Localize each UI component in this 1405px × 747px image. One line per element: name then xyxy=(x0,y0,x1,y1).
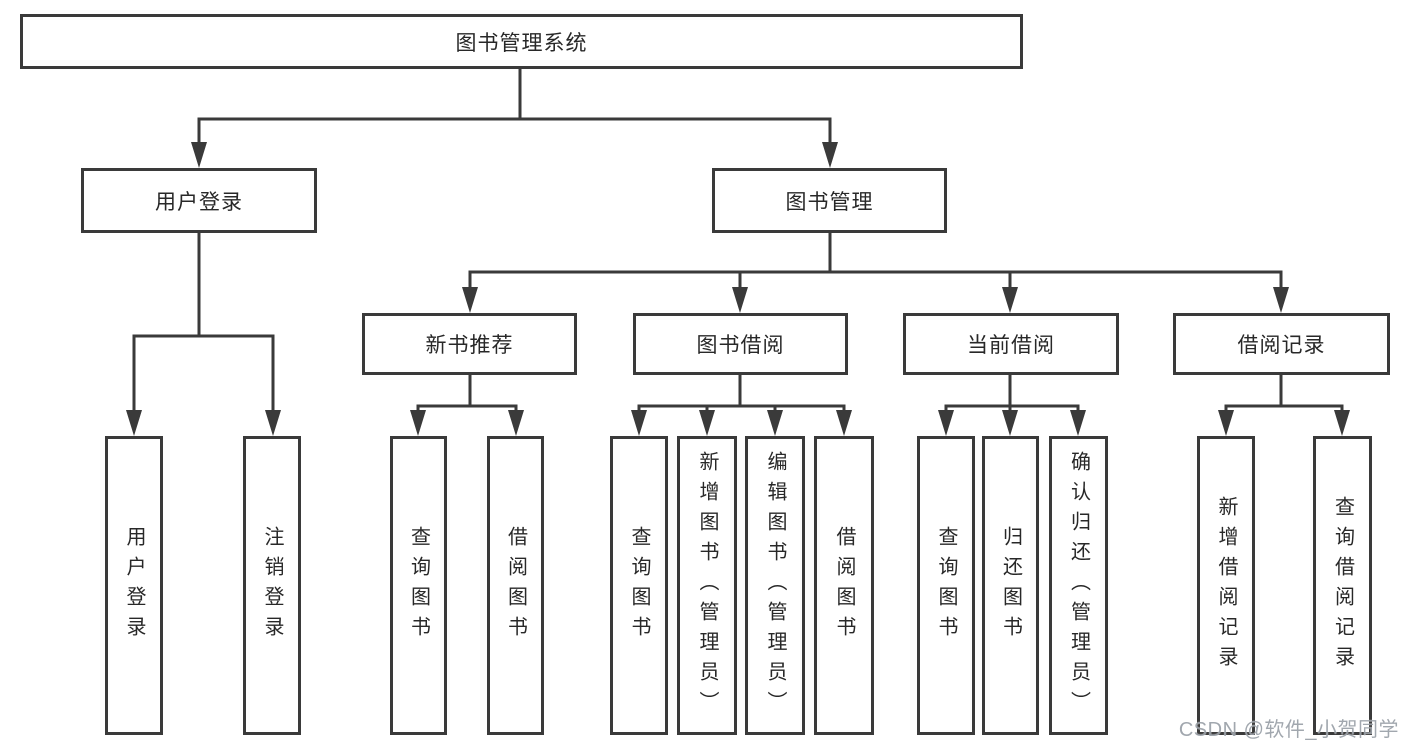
node-label: 用户登录 xyxy=(123,525,145,646)
node-label: 注销登录 xyxy=(261,525,283,646)
node-label: 用户登录 xyxy=(155,190,243,214)
node-label: 新书推荐 xyxy=(425,334,514,357)
node-new-book-recommend: 新书推荐 xyxy=(362,313,577,375)
node-book-management: 图书管理 xyxy=(712,168,947,233)
node-label: 借阅图书 xyxy=(833,525,855,646)
leaf-borrow-books-borrowing: 借阅图书 xyxy=(814,436,874,735)
leaf-query-borrow-record: 查询借阅记录 xyxy=(1313,436,1372,735)
leaf-borrow-books-recommend: 借阅图书 xyxy=(487,436,544,735)
leaf-add-borrow-record: 新增借阅记录 xyxy=(1197,436,1255,735)
leaf-query-books-current: 查询图书 xyxy=(917,436,975,735)
node-label: 查询图书 xyxy=(935,525,957,646)
node-label: 当前借阅 xyxy=(967,334,1055,357)
leaf-confirm-return-admin: 确认归还（管理员） xyxy=(1049,436,1108,735)
node-label: 编辑图书（管理员） xyxy=(764,450,786,721)
node-label: 新增图书（管理员） xyxy=(696,450,718,721)
node-root-system: 图书管理系统 xyxy=(20,14,1023,69)
leaf-query-books-borrowing: 查询图书 xyxy=(610,436,668,735)
node-user-login: 用户登录 xyxy=(81,168,317,233)
node-label: 图书管理系统 xyxy=(455,31,588,55)
leaf-edit-book-admin: 编辑图书（管理员） xyxy=(745,436,805,735)
connector-arrowheads xyxy=(126,142,1350,436)
leaf-query-books-recommend: 查询图书 xyxy=(390,436,447,735)
node-label: 查询图书 xyxy=(628,525,650,646)
leaf-logout: 注销登录 xyxy=(243,436,301,735)
node-label: 确认归还（管理员） xyxy=(1067,450,1090,721)
leaf-user-login: 用户登录 xyxy=(105,436,163,735)
node-book-borrowing: 图书借阅 xyxy=(633,313,848,375)
node-current-borrowing: 当前借阅 xyxy=(903,313,1119,375)
node-label: 查询借阅记录 xyxy=(1331,495,1354,676)
node-label: 借阅记录 xyxy=(1237,334,1326,357)
leaf-return-book: 归还图书 xyxy=(982,436,1039,735)
node-label: 图书借阅 xyxy=(696,334,785,357)
node-label: 借阅图书 xyxy=(504,525,527,646)
node-label: 查询图书 xyxy=(407,525,430,646)
node-label: 归还图书 xyxy=(999,525,1022,646)
node-label: 图书管理 xyxy=(785,190,874,214)
leaf-add-book-admin: 新增图书（管理员） xyxy=(677,436,737,735)
node-label: 新增借阅记录 xyxy=(1215,495,1237,676)
csdn-watermark: CSDN @软件_小贺同学 xyxy=(1178,719,1399,741)
node-borrowing-records: 借阅记录 xyxy=(1173,313,1390,375)
